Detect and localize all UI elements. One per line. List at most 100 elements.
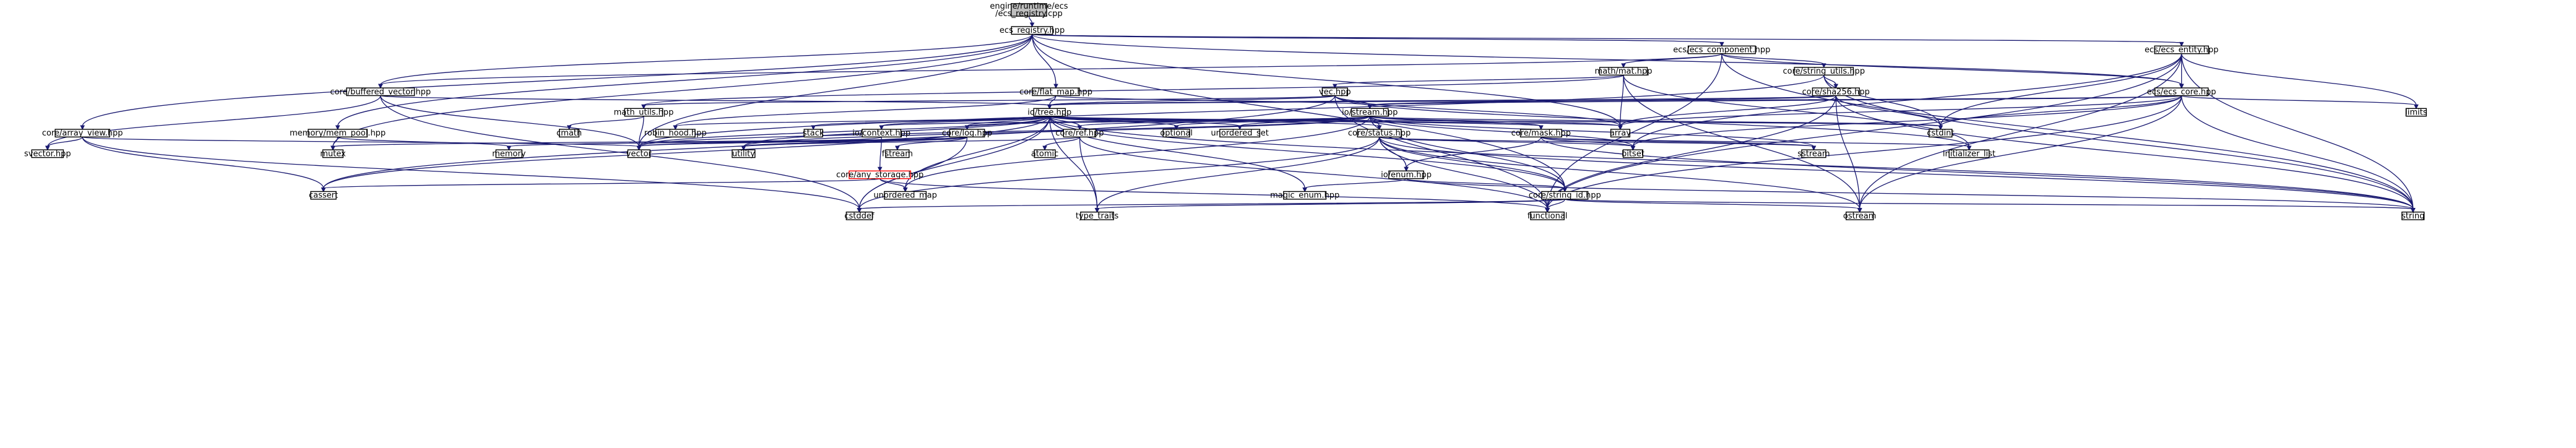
node-root[interactable]: engine/runtime/ecs/ecs_registry.cpp — [990, 2, 1068, 19]
node-corestatus[interactable]: core/status.hpp — [1348, 129, 1411, 138]
node-svector[interactable]: svector.hpp — [24, 149, 71, 158]
edge-math_utils-to-cmath — [568, 116, 644, 127]
edge-any_storage-to-cassert — [322, 178, 881, 189]
node-buffered_vector[interactable]: core/buffered_vector.hpp — [330, 87, 431, 97]
arrowhead-ecs_registry-to-mem_pool — [335, 125, 340, 131]
node-string_id[interactable]: core/string_id.hpp — [1529, 191, 1601, 200]
edge-iostream_hpp-to-array — [1369, 116, 1621, 127]
node-box-cassert — [310, 191, 337, 200]
node-label-string: string — [2401, 212, 2424, 221]
edge-ecs_registry-to-string_id — [1031, 34, 1565, 189]
arrowhead-ecs_registry-to-array_view — [80, 125, 85, 131]
arrowhead-ecs_registry-to-ecs_component — [1719, 41, 1724, 47]
node-label-optional: optional — [1160, 129, 1193, 138]
node-box-type_traits — [1080, 211, 1114, 220]
node-iotree[interactable]: io/tree.hpp — [1027, 108, 1071, 118]
node-box-iocontext — [862, 129, 902, 138]
edge-coremask-to-initializer_list — [1541, 136, 1970, 147]
edge-coremask-to-ioenum — [1406, 137, 1542, 168]
node-layer: engine/runtime/ecs/ecs_registry.cpp ecs_r… — [24, 2, 2427, 221]
edge-ecs_component-to-buffered_vector — [380, 53, 1722, 85]
node-box-corelog — [949, 129, 985, 138]
node-flat_map[interactable]: core/flat_map.hpp — [1019, 87, 1092, 97]
node-coremask[interactable]: core/mask.hpp — [1511, 129, 1571, 138]
node-mutex[interactable]: mutex — [320, 149, 346, 158]
node-mem_pool[interactable]: memory/mem_pool.hpp — [290, 129, 386, 138]
node-vec[interactable]: vec.hpp — [1319, 87, 1351, 97]
arrowhead-coreref-to-atomic — [1042, 145, 1047, 151]
node-box-iostream_hpp — [1351, 108, 1389, 117]
node-label-ecs_registry: ecs_registry.hpp — [1000, 26, 1065, 35]
node-optional[interactable]: optional — [1160, 129, 1193, 138]
node-sstream[interactable]: sstream — [1797, 149, 1830, 158]
node-unordered_map[interactable]: unordered_map — [873, 191, 937, 200]
node-ecs_registry[interactable]: ecs_registry.hpp — [1000, 26, 1065, 35]
node-ecs_component[interactable]: ecs/ecs_component.hpp — [1673, 46, 1770, 55]
edge-array_view-to-cassert — [82, 137, 324, 189]
node-coreref[interactable]: core/ref.hpp — [1055, 129, 1104, 138]
edge-ecs_registry-to-array — [1031, 34, 1621, 126]
node-any_storage[interactable]: core/any_storage.hpp — [836, 170, 923, 179]
node-ecs_entity[interactable]: ecs/ecs_entity.hpp — [2145, 46, 2218, 55]
node-initializer_list[interactable]: initializer_list — [1943, 149, 1995, 158]
edge-mem_pool-to-memory — [337, 136, 509, 147]
node-box-utility — [732, 149, 756, 158]
node-label-flat_map: core/flat_map.hpp — [1019, 87, 1092, 97]
node-box-stack — [803, 129, 823, 138]
node-fstream[interactable]: fstream — [882, 149, 913, 158]
edge-coremask-to-string — [1541, 137, 2414, 209]
node-string[interactable]: string — [2401, 212, 2424, 221]
node-cassert[interactable]: cassert — [309, 191, 338, 200]
arrowhead-root-to-ecs_registry — [1029, 22, 1035, 28]
node-label-sstream: sstream — [1797, 149, 1830, 158]
node-ostream[interactable]: ostream — [1843, 212, 1877, 221]
node-unordered_set[interactable]: unordered_set — [1211, 129, 1268, 138]
node-magic_enum[interactable]: magic_enum.hpp — [1270, 191, 1339, 200]
node-utility[interactable]: utility — [732, 149, 756, 158]
node-string_utils[interactable]: core/string_utils.hpp — [1783, 67, 1865, 76]
node-vector[interactable]: vector — [626, 149, 652, 158]
node-ioenum[interactable]: io/enum.hpp — [1381, 170, 1432, 179]
node-robin_hood[interactable]: robin_hood.hpp — [644, 129, 707, 138]
node-cstddef[interactable]: cstddef — [844, 212, 875, 221]
node-box-coreref — [1063, 129, 1097, 138]
node-type_traits[interactable]: type_traits — [1076, 212, 1119, 221]
node-cstdint[interactable]: cstdint — [1927, 129, 1954, 138]
node-stack[interactable]: stack — [803, 129, 824, 138]
node-atomic[interactable]: atomic — [1031, 149, 1058, 158]
node-sha256[interactable]: core/sha256.hpp — [1802, 87, 1870, 97]
node-array[interactable]: array — [1610, 129, 1631, 138]
node-ecs_core[interactable]: ecs/ecs_core.hpp — [2147, 87, 2216, 97]
node-iostream_hpp[interactable]: io/stream.hpp — [1342, 108, 1398, 118]
arrowhead-coremask-to-bitset — [1630, 145, 1636, 151]
edge-corelog-to-cstddef — [858, 137, 968, 209]
edge-iotree-to-cassert — [322, 116, 1050, 189]
node-limits[interactable]: limits — [2405, 108, 2427, 118]
node-array_view[interactable]: core/array_view.hpp — [42, 129, 123, 138]
node-mathmat[interactable]: math/mat.hpp — [1595, 67, 1653, 76]
node-iocontext[interactable]: io/context.hpp — [852, 129, 910, 138]
node-math_utils[interactable]: math_utils.hpp — [614, 108, 674, 118]
node-label-stack: stack — [803, 129, 824, 138]
edge-ecs_core-to-functional — [1547, 95, 2182, 209]
node-corelog[interactable]: core/log.hpp — [942, 129, 992, 138]
edge-corestatus-to-string — [1378, 137, 2414, 209]
edge-iostream_hpp-to-unordered_set — [1239, 116, 1370, 127]
edge-ecs_core-to-bitset — [1632, 95, 2182, 147]
edge-ioenum-to-string — [1406, 178, 2414, 210]
arrowhead-ecs_component-to-buffered_vector — [378, 84, 383, 89]
node-box-memory — [495, 149, 522, 158]
node-cmath[interactable]: cmath — [556, 129, 582, 138]
node-box-svector — [31, 149, 64, 158]
node-label-ioenum: io/enum.hpp — [1381, 170, 1432, 179]
node-memory[interactable]: memory — [492, 149, 526, 158]
edge-ecs_registry-to-ecs_component — [1031, 33, 1722, 43]
edge-string_utils-to-cstdint — [1823, 75, 1941, 127]
edge-ecs_registry-to-ecs_entity — [1031, 33, 2182, 43]
arrowhead-coreref-to-utility — [741, 145, 746, 151]
arrowhead-coremask-to-sstream — [1811, 145, 1817, 151]
node-label-iocontext: io/context.hpp — [852, 129, 910, 138]
node-functional[interactable]: functional — [1528, 212, 1568, 221]
node-bitset[interactable]: bitset — [1622, 149, 1645, 158]
node-label-ostream: ostream — [1843, 212, 1877, 221]
